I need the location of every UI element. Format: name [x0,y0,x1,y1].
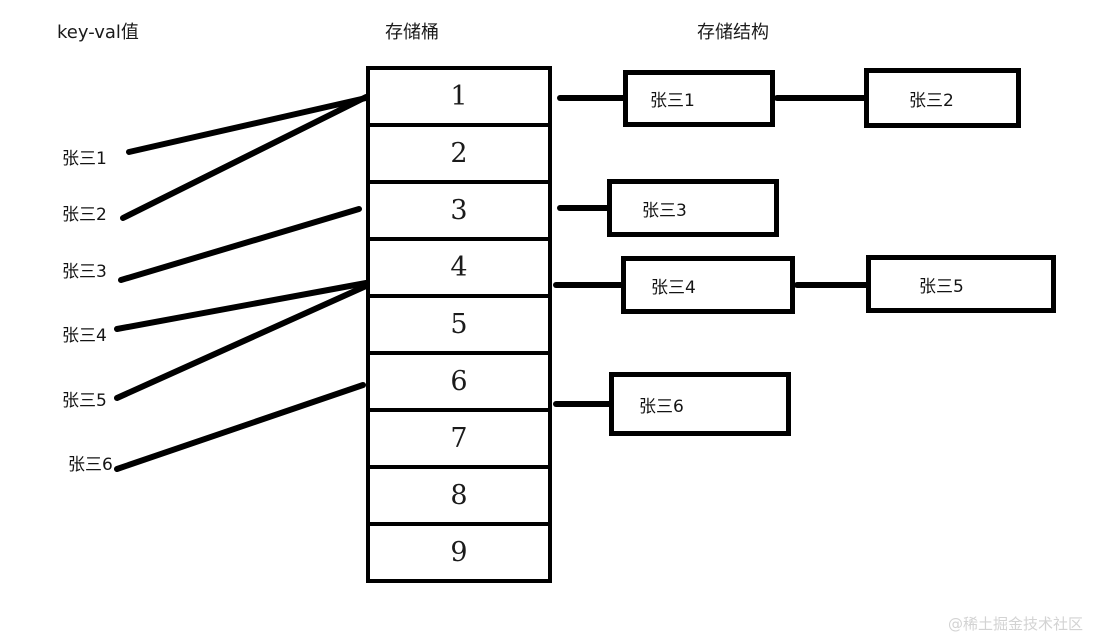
key-label-2: 张三2 [62,205,107,225]
key-label-5: 张三5 [62,391,107,411]
node-box-label: 张三4 [651,277,696,298]
node-box-张三4: 张三4 [621,256,795,314]
column-header-structure: 存储结构 [697,22,769,43]
key-label-6: 张三6 [68,455,113,475]
node-box-label: 张三1 [650,91,695,111]
key-label-3: 张三3 [62,262,107,282]
wire-key-4 [114,280,369,332]
key-label-1: 张三1 [62,149,107,169]
node-box-张三5: 张三5 [866,255,1056,313]
column-header-bucket: 存储桶 [385,22,439,43]
bucket-cell-3: 3 [370,184,548,241]
node-box-label: 张三3 [642,200,687,221]
bucket-cell-1: 1 [370,70,548,127]
bucket-cell-2: 2 [370,127,548,184]
bucket-cell-6: 6 [370,355,548,412]
node-box-label: 张三6 [639,396,684,417]
watermark: @稀土掘金技术社区 [947,615,1083,633]
key-label-4: 张三4 [62,326,107,346]
bucket-cell-8: 8 [370,469,548,526]
node-box-张三6: 张三6 [609,372,791,436]
wire-key-5 [114,283,369,401]
node-box-label: 张三5 [919,276,964,297]
bucket-cell-7: 7 [370,412,548,469]
node-box-label: 张三2 [909,90,954,111]
wire-key-3 [118,206,362,283]
bucket-cell-4: 4 [370,241,548,298]
node-box-张三3: 张三3 [607,179,779,237]
wire-key-6 [114,382,366,472]
column-header-keyval: key-val值 [57,22,139,43]
node-box-张三2: 张三2 [864,68,1021,128]
wire-key-2 [120,94,369,221]
node-box-张三1: 张三1 [623,70,775,127]
wire-key-1 [126,95,369,155]
bucket-cell-5: 5 [370,298,548,355]
bucket-cell-9: 9 [450,537,468,568]
